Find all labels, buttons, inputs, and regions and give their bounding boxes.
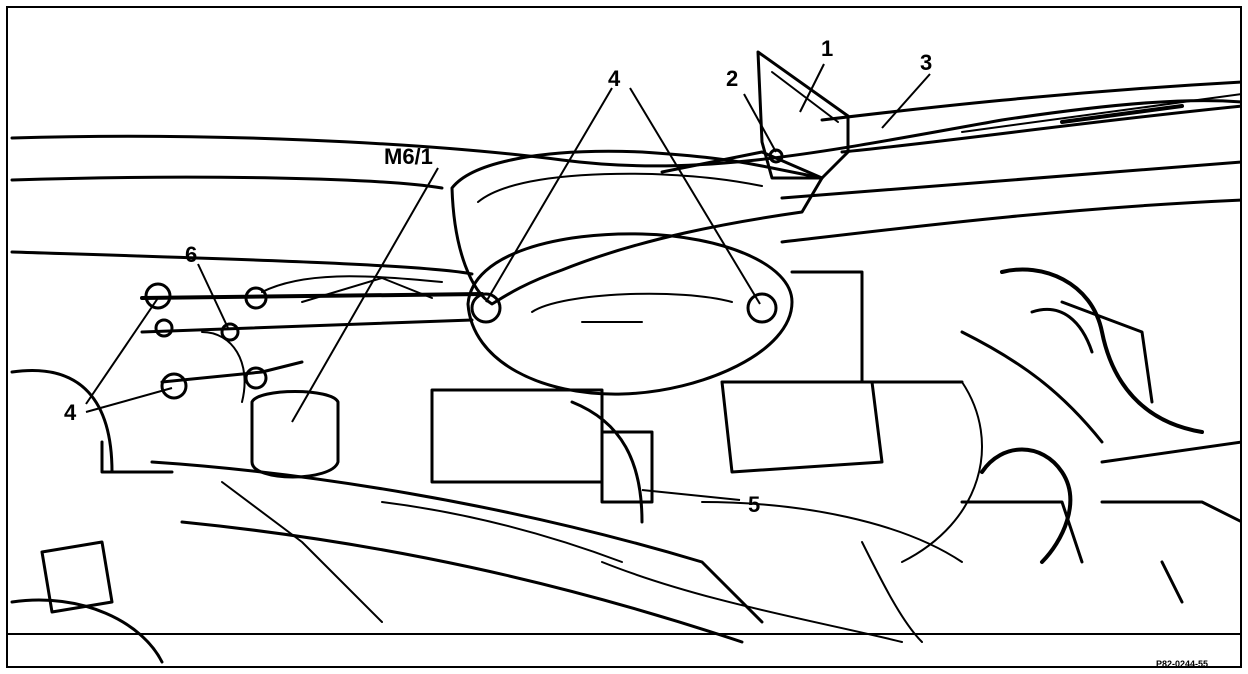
wiper-cover [450, 149, 824, 306]
component-5 [600, 430, 654, 504]
leader-4a [485, 87, 613, 303]
leader-2 [743, 93, 777, 153]
callout-6: 6 [185, 242, 198, 267]
callout-5: 5 [748, 492, 761, 517]
leader-5 [641, 489, 741, 501]
leader-6 [197, 263, 229, 329]
leader-4c [85, 297, 159, 405]
leader-lines [85, 63, 931, 501]
callout-1: 1 [821, 36, 834, 61]
leader-4d [85, 387, 173, 413]
figure-code: P82-0244-55 [1156, 659, 1209, 668]
cowl-upper-edge [10, 99, 1240, 168]
leader-3 [881, 73, 931, 129]
diagram-frame: 1 2 3 4 4 5 6 M6/1 P82-0244-55 [6, 6, 1242, 668]
wiper-arm-lower [840, 104, 1240, 154]
blade-holder [756, 50, 850, 180]
callout-3: 3 [920, 50, 933, 75]
callout-m6-1: M6/1 [384, 144, 433, 169]
cowl-lower-edge [10, 250, 474, 276]
callout-4-top: 4 [608, 66, 621, 91]
leader-1 [799, 63, 825, 113]
wiper-motor [250, 390, 340, 479]
leader-4b [629, 87, 761, 305]
engine-bay-illustration [8, 50, 1240, 664]
callout-4-left: 4 [64, 400, 77, 425]
wiper-arm-upper [820, 80, 1240, 122]
leader-m6 [291, 167, 439, 423]
wiper-drive-dome [466, 232, 794, 396]
callout-2: 2 [726, 66, 739, 91]
